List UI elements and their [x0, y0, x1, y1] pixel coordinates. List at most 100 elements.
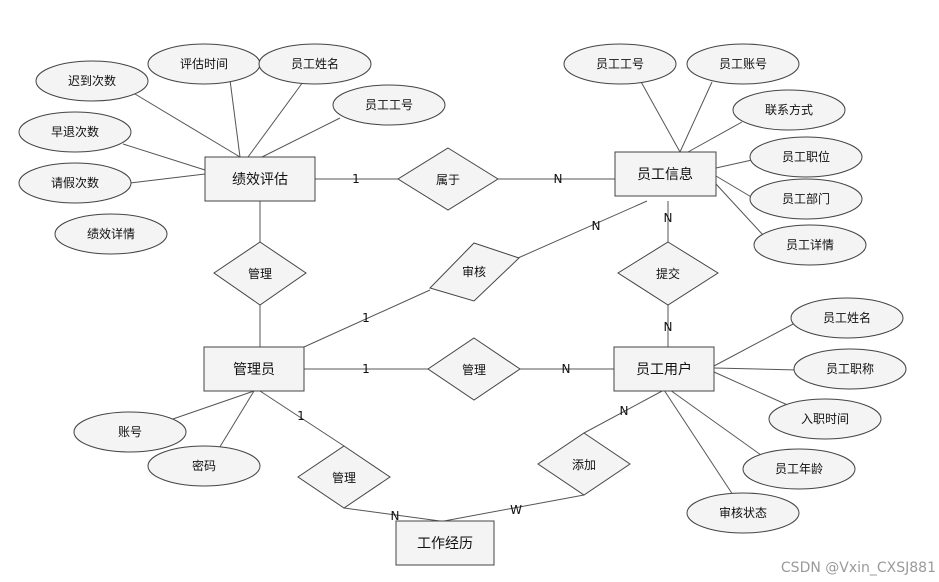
cardinality-label: N: [562, 362, 571, 376]
cardinality-label: N: [391, 509, 400, 523]
connector: [517, 200, 648, 259]
cardinality-label: N: [592, 219, 601, 233]
attr-label: 入职时间: [801, 412, 849, 426]
attr-label: 账号: [118, 425, 142, 439]
entity-perf-eval: 绩效评估: [204, 156, 316, 202]
cardinality-label: 1: [362, 311, 370, 325]
cardinality-label: 1: [352, 172, 360, 186]
watermark: CSDN @Vxin_CXSJ881: [781, 560, 936, 576]
rel-manage-exp: 管理: [297, 445, 391, 509]
connector: [217, 390, 255, 451]
connector: [713, 367, 798, 371]
attr-label: 员工账号: [719, 57, 767, 71]
entity-label: 员工用户: [636, 361, 692, 378]
connector: [443, 494, 585, 522]
cardinality-label: 1: [362, 362, 370, 376]
attr-perf-detail: 绩效详情: [54, 213, 168, 255]
attr-info-detail: 员工详情: [753, 224, 867, 266]
attr-user-audit: 审核状态: [686, 492, 800, 534]
attr-label: 审核状态: [719, 505, 767, 520]
connector: [259, 390, 345, 447]
rel-review: 审核: [429, 242, 520, 302]
connector: [687, 121, 743, 153]
cardinality-label: N: [620, 404, 629, 418]
rel-add: 添加: [537, 432, 631, 496]
attr-user-title: 员工职称: [793, 348, 907, 390]
connector: [713, 322, 796, 367]
attr-label: 员工姓名: [823, 310, 871, 325]
attr-user-name: 员工姓名: [790, 297, 904, 339]
attr-info-account: 员工账号: [686, 43, 800, 85]
rel-label: 添加: [572, 458, 596, 472]
rel-label: 审核: [462, 264, 486, 279]
attr-leave-count: 请假次数: [18, 162, 132, 204]
attr-label: 早退次数: [51, 124, 99, 139]
connector: [715, 175, 754, 199]
rel-manage-eval: 管理: [213, 241, 307, 306]
rel-label: 属于: [436, 173, 460, 187]
attr-label: 请假次数: [51, 175, 99, 190]
connector: [169, 390, 255, 421]
cardinality-label: N: [554, 172, 563, 186]
attr-admin-password: 密码: [147, 445, 261, 487]
connector: [583, 389, 665, 434]
rel-label: 管理: [332, 470, 356, 485]
attr-info-emp-no: 员工工号: [563, 43, 677, 85]
attr-label: 员工部门: [782, 191, 830, 206]
cardinalities: 1 N 1 N N N 1 N 1 N W N: [297, 172, 672, 523]
entity-label: 员工信息: [637, 166, 693, 183]
attr-label: 员工职位: [782, 149, 830, 164]
attr-label: 员工年龄: [775, 462, 823, 476]
entity-admin: 管理员: [203, 346, 305, 392]
attr-label: 密码: [192, 458, 216, 473]
attr-label: 绩效详情: [87, 226, 135, 241]
attr-eval-time: 评估时间: [147, 43, 261, 85]
rel-label: 提交: [656, 266, 680, 281]
attr-emp-no: 员工工号: [332, 84, 446, 126]
cardinality-label: N: [664, 320, 673, 334]
attr-info-dept: 员工部门: [749, 178, 863, 220]
connector: [669, 389, 769, 461]
entity-emp-user: 员工用户: [613, 346, 715, 392]
rel-label: 管理: [248, 266, 272, 281]
connector: [663, 389, 734, 496]
connector: [715, 159, 753, 169]
attr-user-hire-date: 入职时间: [768, 398, 882, 440]
rel-manage-user: 管理: [427, 337, 521, 401]
entity-label: 工作经历: [417, 536, 473, 552]
rel-submit: 提交: [617, 241, 719, 306]
cardinality-label: 1: [297, 409, 305, 423]
attr-label: 员工工号: [365, 98, 413, 112]
entity-emp-info: 员工信息: [614, 151, 717, 197]
connector: [639, 79, 681, 153]
connector: [247, 81, 304, 158]
entity-work-exp: 工作经历: [395, 520, 495, 566]
attr-label: 迟到次数: [68, 73, 116, 88]
connector: [122, 143, 206, 171]
connectors: [122, 79, 798, 522]
attr-label: 员工工号: [596, 57, 644, 71]
attr-emp-name: 员工姓名: [258, 43, 372, 85]
connector: [134, 93, 241, 158]
attr-label: 员工详情: [786, 237, 834, 252]
connector: [713, 371, 793, 408]
attr-user-age: 员工年龄: [742, 448, 856, 490]
connector: [129, 173, 206, 184]
connector: [229, 79, 241, 158]
attr-info-position: 员工职位: [749, 136, 863, 178]
attr-label: 员工姓名: [291, 56, 339, 71]
connector: [303, 289, 431, 348]
attr-info-contact: 联系方式: [732, 89, 846, 131]
rel-label: 管理: [462, 362, 486, 377]
cardinality-label: N: [664, 211, 673, 225]
entity-label: 绩效评估: [232, 172, 288, 188]
attr-late-count: 迟到次数: [35, 60, 149, 102]
attr-label: 评估时间: [180, 57, 228, 71]
connector: [261, 117, 341, 158]
attr-admin-account: 账号: [73, 411, 187, 453]
attr-label: 联系方式: [765, 102, 813, 117]
connector: [679, 81, 713, 153]
attr-early-leave: 早退次数: [18, 111, 132, 153]
rel-belongs: 属于: [397, 147, 499, 211]
